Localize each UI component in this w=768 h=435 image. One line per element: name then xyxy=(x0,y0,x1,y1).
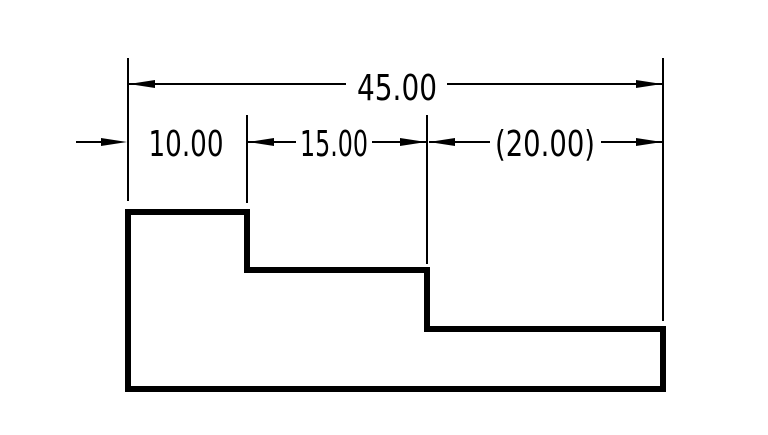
arrowhead-right-icon xyxy=(636,138,662,146)
dimension-middle-segment: 15.00 xyxy=(248,124,426,165)
dimension-label-middle-segment: 15.00 xyxy=(300,124,368,165)
arrowhead-right-icon xyxy=(400,138,426,146)
dimension-overall: 45.00 xyxy=(129,68,662,109)
dimension-label-overall: 45.00 xyxy=(357,68,437,109)
dimension-left-segment: 10.00 xyxy=(76,124,224,165)
dimension-label-left-segment: 10.00 xyxy=(149,124,224,165)
arrowhead-left-icon xyxy=(129,80,155,88)
dimension-label-right-segment: (20.00) xyxy=(495,124,595,165)
arrowhead-right-icon xyxy=(101,138,127,146)
arrowhead-right-icon xyxy=(636,80,662,88)
part-outline xyxy=(125,209,666,392)
arrowhead-left-icon xyxy=(248,138,274,146)
arrowhead-left-icon xyxy=(429,138,455,146)
dimension-right-segment: (20.00) xyxy=(429,124,662,165)
